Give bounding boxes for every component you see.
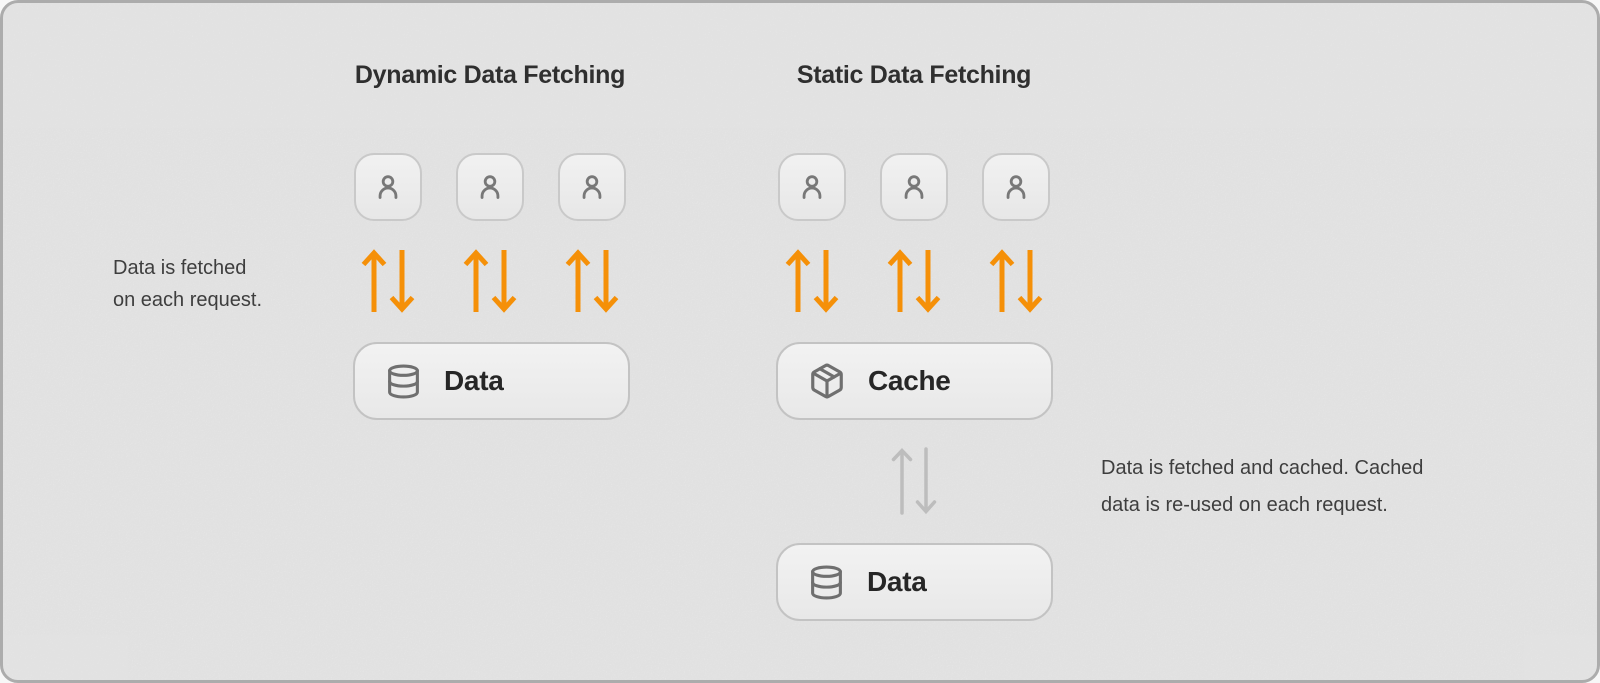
- user-icon: [378, 175, 398, 199]
- static-caption-line2: data is re-used on each request.: [1101, 494, 1388, 516]
- up-down-arrows-icon: [885, 248, 943, 314]
- package-icon: [811, 363, 843, 399]
- up-down-arrows-icon: [563, 248, 621, 314]
- static-data-fetching-title: Static Data Fetching: [796, 61, 1032, 89]
- cache-node: Cache: [776, 342, 1053, 420]
- user-node: [354, 153, 422, 221]
- user-node: [778, 153, 846, 221]
- data-node: Data: [776, 543, 1053, 621]
- up-down-arrows-icon: [783, 248, 841, 314]
- user-node: [558, 153, 626, 221]
- user-icon: [1006, 175, 1026, 199]
- user-node: [880, 153, 948, 221]
- up-down-arrows-icon: [359, 248, 417, 314]
- dynamic-data-fetching-title: Dynamic Data Fetching: [354, 61, 626, 89]
- database-icon: [811, 565, 842, 599]
- node-label: Data: [867, 566, 927, 597]
- up-down-arrows-icon: [987, 248, 1045, 314]
- up-down-arrows-icon: [461, 248, 519, 314]
- node-label: Data: [444, 365, 504, 396]
- static-caption-line1: Data is fetched and cached. Cached: [1101, 457, 1424, 479]
- user-node: [456, 153, 524, 221]
- database-icon: [388, 364, 419, 398]
- dynamic-caption: Data is fetched on each request.: [113, 252, 262, 316]
- up-down-arrows-gray-icon: [891, 447, 937, 515]
- dynamic-caption-line2: on each request.: [113, 289, 262, 311]
- user-icon: [582, 175, 602, 199]
- user-icon: [480, 175, 500, 199]
- static-caption: Data is fetched and cached. Cached data …: [1101, 450, 1423, 524]
- data-node: Data: [353, 342, 630, 420]
- dynamic-caption-line1: Data is fetched: [113, 257, 247, 279]
- node-label: Cache: [868, 365, 951, 396]
- user-node: [982, 153, 1050, 221]
- user-icon: [904, 175, 924, 199]
- user-icon: [802, 175, 822, 199]
